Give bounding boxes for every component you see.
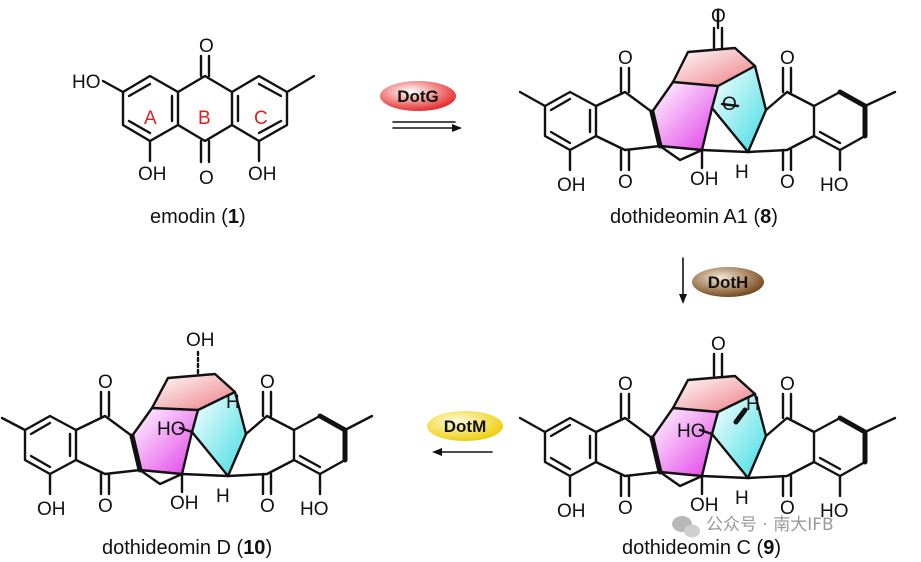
d10-oh2-label: OH <box>170 493 199 514</box>
dotg-label: DotG <box>397 87 439 106</box>
d10-o1-label: O <box>98 372 113 393</box>
emodin-o-bottom-label: O <box>199 168 214 189</box>
c9-oh1-label: OH <box>557 501 586 522</box>
d10-ho-label: HO <box>300 499 329 520</box>
a1-o4-label: O <box>722 94 737 115</box>
a1-o3-label: O <box>780 48 795 69</box>
a1-caption: dothideomin A1 (8) <box>610 206 778 228</box>
doth-step: DotH <box>679 257 764 304</box>
d10-h1-label: H <box>226 392 240 413</box>
c9-h1-label: H <box>746 394 760 415</box>
dothideomin-d-structure <box>0 350 374 496</box>
c9-o4-label: O <box>618 498 633 519</box>
a1-o6-label: O <box>780 172 795 193</box>
dotg-step: DotG <box>380 81 462 132</box>
emodin-oh-left-label: OH <box>138 164 167 185</box>
c9-o1-label: O <box>711 334 726 355</box>
d10-caption: dothideomin D (10) <box>102 537 272 559</box>
c9-o2-label: O <box>618 374 633 395</box>
dothideomin-c-structure <box>518 352 897 498</box>
d10-h2-label: H <box>216 486 230 507</box>
c9-ho-mid-label: HO <box>677 421 706 442</box>
dotg-enzyme-badge <box>380 81 456 111</box>
a1-o1-label: O <box>711 6 726 27</box>
a1-o2-label: O <box>618 48 633 69</box>
watermark: 公众号 · 南大IFB <box>672 515 834 538</box>
a1-ho-label: HO <box>820 175 849 196</box>
emodin-structure <box>101 54 316 164</box>
dotm-enzyme-badge <box>427 411 503 441</box>
dothideomin-a1-structure <box>518 8 897 172</box>
d10-o3-label: O <box>98 496 113 517</box>
a1-oh1-label: OH <box>557 175 586 196</box>
d10-oh-top-label: OH <box>186 330 215 351</box>
c9-ho-label: HO <box>820 501 849 522</box>
emodin-oh-right-label: OH <box>248 164 277 185</box>
d10-ho-mid-label: HO <box>157 419 186 440</box>
a1-oh2-label: OH <box>690 169 719 190</box>
c9-o5-label: O <box>780 498 795 519</box>
c9-oh2-label: OH <box>690 495 719 516</box>
ring-b-label: B <box>198 108 211 129</box>
c9-h2-label: H <box>735 488 749 509</box>
watermark-text: 公众号 · 南大IFB <box>706 515 834 535</box>
d10-o4-label: O <box>260 496 275 517</box>
wechat-icon <box>672 516 700 538</box>
c9-caption: dothideomin C (9) <box>622 537 781 559</box>
dotm-label: DotM <box>444 417 486 436</box>
a1-o5-label: O <box>618 172 633 193</box>
dotm-step: DotM <box>427 411 503 456</box>
d10-o2-label: O <box>260 372 275 393</box>
ring-c-label: C <box>254 108 268 129</box>
a1-h-label: H <box>735 162 749 183</box>
emodin-o-top-label: O <box>199 36 214 57</box>
c9-o3-label: O <box>780 374 795 395</box>
doth-enzyme-badge <box>692 267 764 297</box>
doth-label: DotH <box>708 273 749 292</box>
ring-a-label: A <box>144 108 157 129</box>
emodin-caption: emodin (1) <box>150 206 246 228</box>
d10-oh1-label: OH <box>37 499 66 520</box>
emodin-ho-label: HO <box>72 72 101 93</box>
